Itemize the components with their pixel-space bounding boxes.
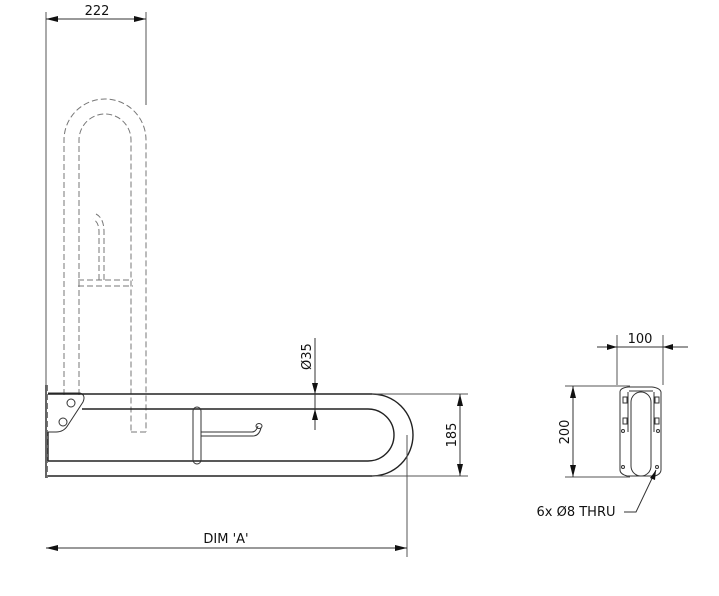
dimension-dia35: Ø35 (300, 338, 318, 430)
raised-rail-hidden (63, 98, 147, 433)
dimension-a: DIM 'A' (46, 435, 408, 557)
dim-185-label: 185 (445, 423, 460, 448)
wall-plate-view: 100 200 6x Ø8 THRU (537, 332, 688, 520)
holes-label: 6x Ø8 THRU (537, 505, 616, 520)
dim-222-label: 222 (85, 4, 110, 19)
dim-dia35-label: Ø35 (300, 343, 315, 370)
dim-200-label: 200 (558, 420, 573, 445)
dim-a-label: DIM 'A' (203, 532, 248, 547)
dimension-185: 185 (372, 393, 468, 477)
wall-bracket (45, 385, 85, 478)
roll-holder (192, 406, 263, 465)
lowered-rail (47, 393, 414, 477)
dim-100-label: 100 (628, 332, 653, 347)
